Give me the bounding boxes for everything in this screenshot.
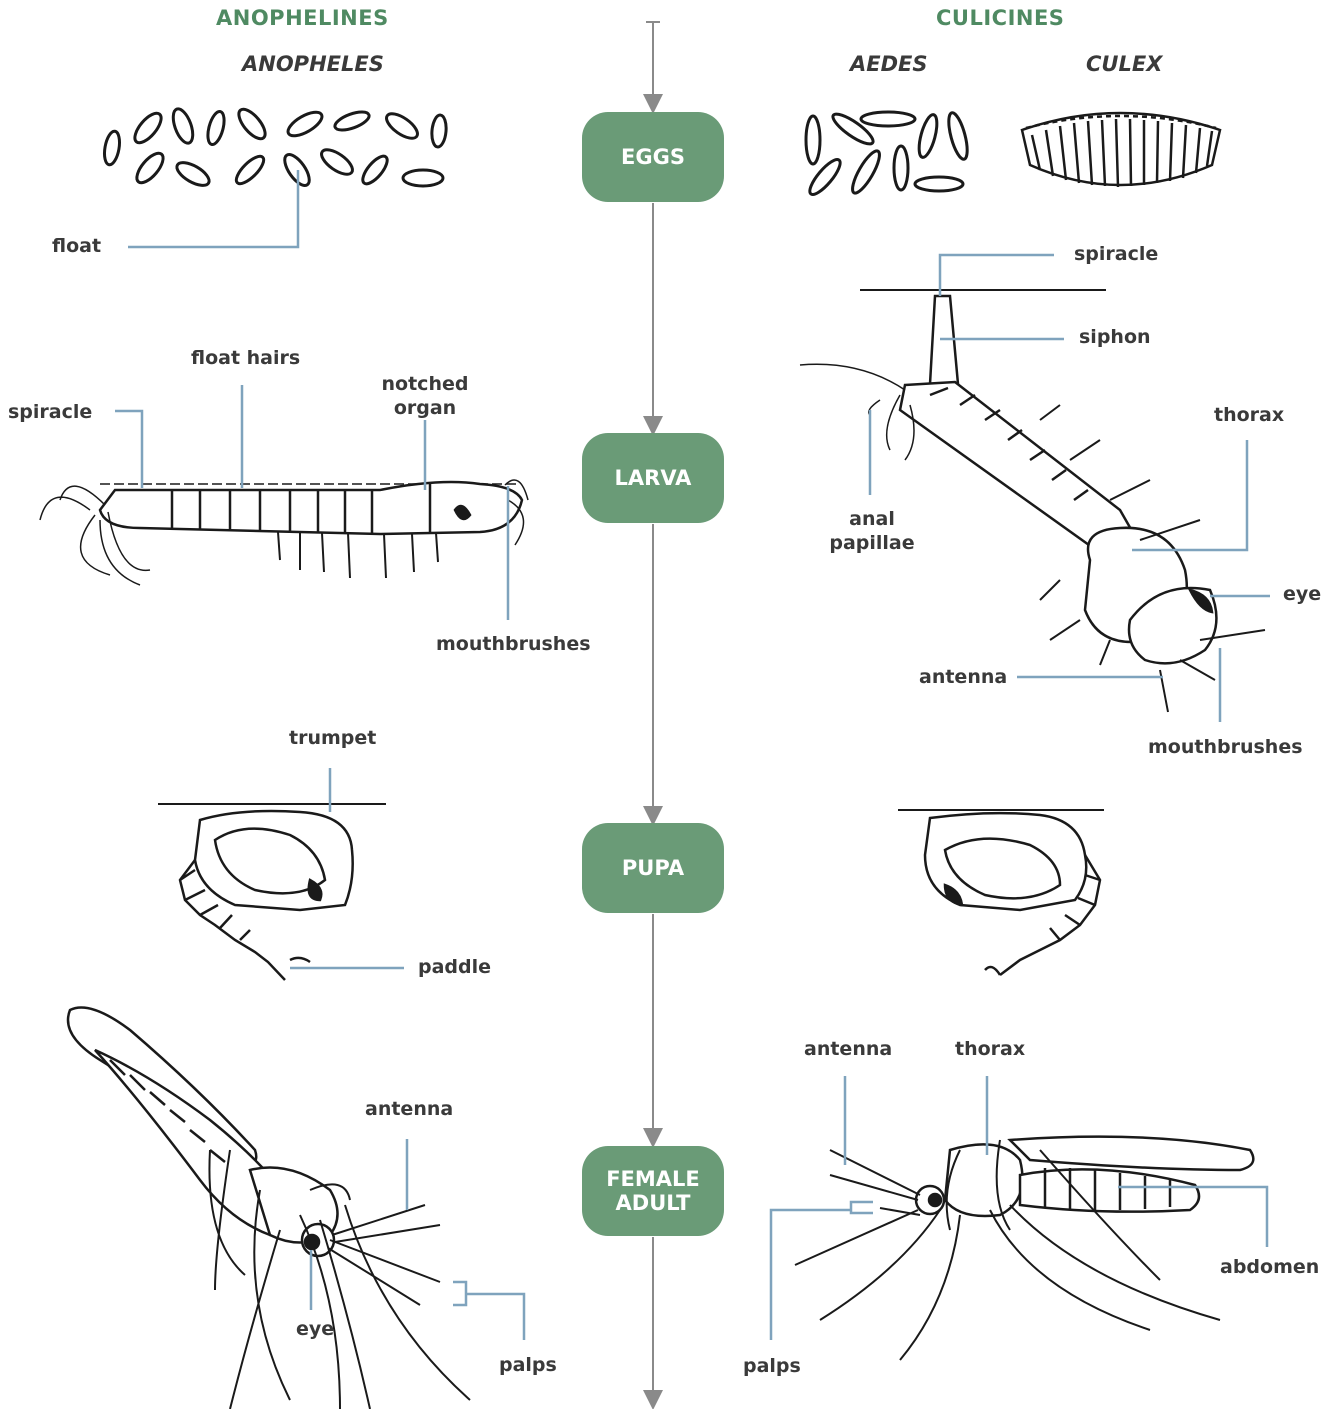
label-float: float — [52, 234, 101, 258]
label-anal-papillae-line2: papillae — [822, 531, 922, 555]
label-thorax-larva: thorax — [1214, 403, 1284, 427]
culex-adult-drawing — [795, 1137, 1253, 1360]
anopheles-adult-drawing — [68, 1008, 470, 1409]
anopheles-larva-drawing — [40, 480, 528, 585]
label-antenna-anopheles: antenna — [365, 1097, 453, 1121]
label-notched-organ: notched organ — [376, 372, 474, 420]
label-spiracle-anopheles: spiracle — [8, 400, 92, 424]
label-abdomen: abdomen — [1220, 1255, 1319, 1279]
stage-eggs: EGGS — [582, 112, 724, 202]
label-siphon: siphon — [1079, 325, 1151, 349]
label-paddle: paddle — [418, 955, 491, 979]
label-mouthbrushes-anopheles: mouthbrushes — [436, 632, 591, 656]
group-title-culicines: CULICINES — [936, 6, 1064, 30]
anopheles-pupa-drawing — [158, 804, 386, 980]
label-thorax-adult: thorax — [955, 1037, 1025, 1061]
label-float-hairs: float hairs — [191, 346, 300, 370]
label-notched-organ-line2: organ — [376, 396, 474, 420]
label-palps-culex: palps — [743, 1354, 801, 1378]
label-palps-anopheles: palps — [499, 1353, 557, 1377]
culex-egg-raft-drawing — [1022, 113, 1220, 187]
label-anal-papillae-line1: anal — [822, 507, 922, 531]
anopheles-eggs-drawing — [102, 105, 447, 190]
label-antenna-culex-adult: antenna — [804, 1037, 892, 1061]
genus-aedes: AEDES — [850, 52, 928, 76]
stage-larva: LARVA — [582, 433, 724, 523]
genus-culex: CULEX — [1086, 52, 1162, 76]
label-trumpet: trumpet — [289, 726, 376, 750]
culex-pupa-drawing — [898, 810, 1104, 975]
label-anal-papillae: anal papillae — [822, 507, 922, 555]
aedes-eggs-drawing — [805, 110, 970, 199]
culex-larva-drawing — [800, 290, 1265, 712]
group-title-anophelines: ANOPHELINES — [216, 6, 389, 30]
label-eye-culex-larva: eye — [1283, 582, 1321, 606]
stage-pupa: PUPA — [582, 823, 724, 913]
label-notched-organ-line1: notched — [376, 372, 474, 396]
genus-anopheles: ANOPHELES — [242, 52, 384, 76]
label-mouthbrushes-culex: mouthbrushes — [1148, 735, 1303, 759]
label-eye-anopheles: eye — [296, 1317, 334, 1341]
label-spiracle-culex: spiracle — [1074, 242, 1158, 266]
label-antenna-culex-larva: antenna — [919, 665, 1007, 689]
